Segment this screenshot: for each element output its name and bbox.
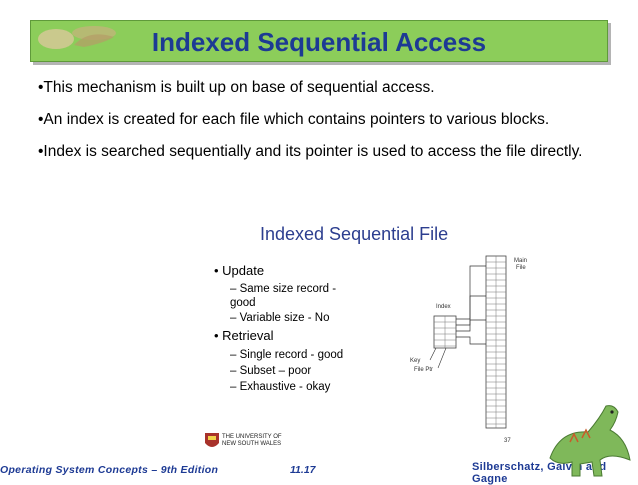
unsw-crest-icon [205,433,219,447]
indexed-file-diagram: Main File Index Key File Ptr 37 [410,255,527,444]
bullet-2: •An index is created for each file which… [38,111,550,128]
footer-page: 11.17 [290,464,316,476]
slide-title: Indexed Sequential Access [151,27,487,57]
university-text: THE UNIVERSITY OF NEW SOUTH WALES [222,434,282,447]
retrieval-item-1: – Single record - good [230,349,344,361]
figure-title: Indexed Sequential File [260,224,449,244]
main-file-label-1: Main [514,258,527,264]
update-item-2: – Variable size - No [230,312,330,324]
main-file-label-2: File [516,265,526,271]
dinosaur-logo-icon [38,26,116,49]
bullet-list: •This mechanism is built up on base of s… [38,78,608,174]
update-item-1: – Same size record - good [230,283,337,309]
update-heading: • Update [214,263,265,278]
title-bar: Indexed Sequential Access [30,20,608,62]
file-ptr-label: File Ptr [414,367,433,373]
index-column [433,315,457,349]
bullet-3: •Index is searched sequentially and its … [38,143,583,160]
key-label: Key [410,358,420,364]
index-label: Index [436,304,451,310]
page-number: 37 [504,438,511,444]
bullet-1: •This mechanism is built up on base of s… [38,79,435,96]
retrieval-item-2: – Subset – poor [230,365,312,377]
index-pointers [456,265,486,345]
footer-course: Operating System Concepts – 9th Edition [0,464,219,476]
retrieval-item-3: – Exhaustive - okay [230,381,331,393]
main-file-column [485,255,507,429]
dinosaur-mascot-icon [549,405,631,477]
retrieval-heading: • Retrieval [214,328,274,343]
